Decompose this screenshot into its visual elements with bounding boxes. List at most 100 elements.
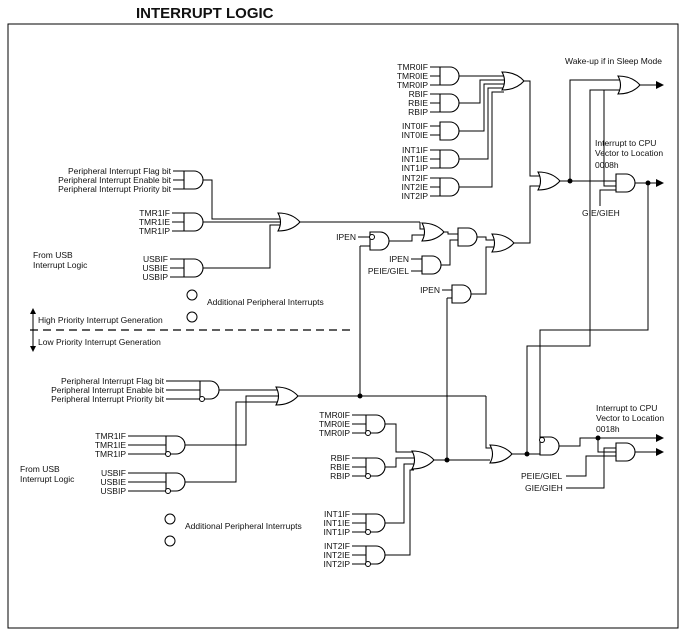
and-gate	[439, 177, 460, 197]
and-gate	[439, 121, 460, 141]
usbip-high-label: USBIP	[142, 272, 168, 282]
group-int2-low: INT2IF INT2IE INT2IP	[324, 541, 386, 569]
sources-or-low	[385, 298, 490, 556]
tmr0if-high-label: TMR0IF	[397, 62, 428, 72]
int1if-high-label: INT1IF	[402, 145, 428, 155]
tmr0ie-low-label: TMR0IE	[319, 419, 351, 429]
additional-high-label: Additional Peripheral Interrupts	[207, 297, 324, 307]
from-usb-low-line1: From USB	[20, 464, 60, 474]
or-gate	[277, 212, 301, 232]
additional-interrupt-bubble	[164, 513, 176, 525]
group-periph-high: Peripheral Interrupt Flag bit Peripheral…	[58, 166, 204, 194]
int2ip-high-label: INT2IP	[402, 191, 429, 201]
from-usb-high-line2: Interrupt Logic	[33, 260, 88, 270]
additional-interrupt-bubble	[164, 535, 176, 547]
periph-high-enable-label: Peripheral Interrupt Enable bit	[58, 175, 172, 185]
int2ie-high-label: INT2IE	[402, 182, 429, 192]
and-gate	[439, 149, 460, 169]
tmr1if-low-label: TMR1IF	[95, 431, 126, 441]
high-priority-label: High Priority Interrupt Generation	[38, 315, 163, 325]
periph-high-priority-label: Peripheral Interrupt Priority bit	[58, 184, 172, 194]
tmr0if-low-label: TMR0IF	[319, 410, 350, 420]
and-gate	[615, 442, 636, 462]
gie-gieh-low-label: GIE/GIEH	[525, 483, 563, 493]
usbif-low-label: USBIF	[101, 468, 126, 478]
rbif-low-label: RBIF	[331, 453, 350, 463]
or-gate	[411, 450, 435, 470]
cpu-low-line2: Vector to Location	[596, 413, 664, 423]
ipen-logic-high: IPEN IPEN PEIE/GIEL IPEN	[336, 185, 540, 304]
group-int2-high: INT2IF INT2IE INT2IP	[402, 173, 460, 201]
group-int1-high: INT1IF INT1IE INT1IP	[402, 145, 460, 173]
usbif-high-label: USBIF	[143, 254, 168, 264]
periph-low-priority-label: Peripheral Interrupt Priority bit	[51, 394, 165, 404]
rbif-high-label: RBIF	[409, 89, 428, 99]
periph-low-flag-label: Peripheral Interrupt Flag bit	[61, 376, 165, 386]
group-tmr0-high: TMR0IF TMR0IE TMR0IP	[397, 62, 460, 90]
int2if-low-label: INT2IF	[324, 541, 350, 551]
or-gate	[491, 233, 515, 253]
and-gate	[457, 227, 478, 247]
int1ie-low-label: INT1IE	[324, 518, 351, 528]
periph-high-flag-label: Peripheral Interrupt Flag bit	[68, 166, 172, 176]
or-gate	[421, 222, 445, 242]
group-int1-low: INT1IF INT1IE INT1IP	[324, 509, 386, 537]
group-usb-high: From USB Interrupt Logic USBIF USBIE USB…	[33, 250, 204, 282]
and-gate	[421, 255, 442, 275]
from-usb-low-line2: Interrupt Logic	[20, 474, 75, 484]
cpu-high-line2: Vector to Location	[595, 148, 663, 158]
int2ip-low-label: INT2IP	[324, 559, 351, 569]
or-gate	[501, 71, 525, 91]
additional-low-label: Additional Peripheral Interrupts	[185, 521, 302, 531]
sources-or-high	[459, 71, 540, 188]
rbie-high-label: RBIE	[408, 98, 428, 108]
group-usb-low: From USB Interrupt Logic USBIF USBIE USB…	[20, 464, 186, 496]
or-gate	[275, 386, 299, 406]
peie-giel-low-label: PEIE/GIEL	[521, 471, 562, 481]
cpu-high-line3: 0008h	[595, 160, 619, 170]
cpu-low-line3: 0018h	[596, 424, 620, 434]
group-periph-low: Peripheral Interrupt Flag bit Peripheral…	[51, 376, 220, 404]
additional-interrupt-bubble	[186, 289, 198, 301]
tmr1ip-low-label: TMR1IP	[95, 449, 127, 459]
low-priority-label: Low Priority Interrupt Generation	[38, 337, 161, 347]
and-gate	[183, 212, 204, 232]
diagram-frame	[7, 23, 679, 629]
periph-low-enable-label: Peripheral Interrupt Enable bit	[51, 385, 165, 395]
or-gate	[489, 444, 513, 464]
ipen-label-2: IPEN	[389, 254, 409, 264]
and-gate	[183, 170, 204, 190]
rbip-low-label: RBIP	[330, 471, 350, 481]
int0ie-high-label: INT0IE	[402, 130, 429, 140]
and-gate	[439, 66, 460, 86]
int2if-high-label: INT2IF	[402, 173, 428, 183]
additional-interrupt-bubble	[186, 311, 198, 323]
or-gate	[537, 171, 561, 191]
tmr0ip-low-label: TMR0IP	[319, 428, 351, 438]
group-tmr1-low: TMR1IF TMR1IE TMR1IP	[95, 431, 186, 459]
usbip-low-label: USBIP	[100, 486, 126, 496]
cpu-high-line1: Interrupt to CPU	[595, 138, 656, 148]
tmr1ie-low-label: TMR1IE	[95, 440, 127, 450]
group-tmr1-high: TMR1IF TMR1IE TMR1IP	[139, 208, 204, 236]
or-gate	[617, 75, 641, 95]
and-gate	[615, 173, 636, 193]
int2ie-low-label: INT2IE	[324, 550, 351, 560]
tmr1ip-high-label: TMR1IP	[139, 226, 171, 236]
group-int0-high: INT0IF INT0IE	[402, 121, 460, 141]
tmr0ip-high-label: TMR0IP	[397, 80, 429, 90]
group-rb-low: RBIF RBIE RBIP	[330, 453, 386, 481]
rbip-high-label: RBIP	[408, 107, 428, 117]
group-rb-high: RBIF RBIE RBIP	[408, 89, 460, 117]
rbie-low-label: RBIE	[330, 462, 350, 472]
periph-or-low	[185, 246, 486, 483]
int1if-low-label: INT1IF	[324, 509, 350, 519]
cpu-low-line1: Interrupt to CPU	[596, 403, 657, 413]
ipen-label-1: IPEN	[336, 232, 356, 242]
and-gate	[439, 93, 460, 113]
peie-giel-mid-label: PEIE/GIEL	[368, 266, 409, 276]
tmr0ie-high-label: TMR0IE	[397, 71, 429, 81]
periph-or-high	[203, 179, 420, 269]
group-tmr0-low: TMR0IF TMR0IE TMR0IP	[319, 410, 386, 438]
